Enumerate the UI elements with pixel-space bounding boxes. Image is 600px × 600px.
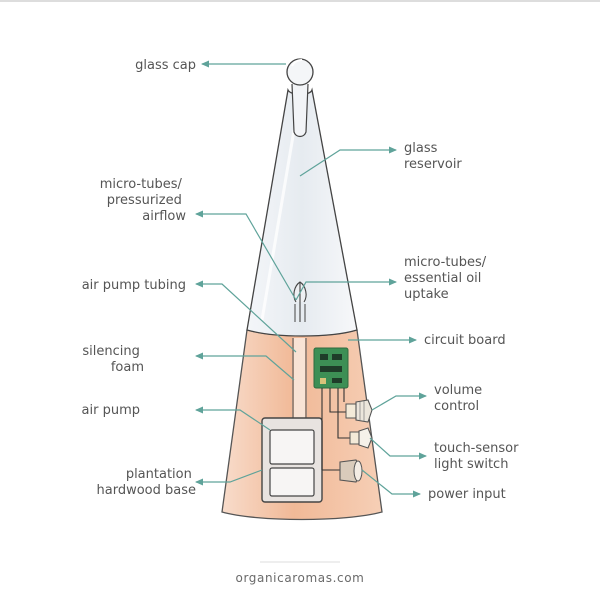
wiring	[321, 388, 352, 471]
label-touch-sensor: touch-sensor light switch	[434, 441, 523, 472]
glass-highlight	[260, 129, 296, 321]
label-micro-tubes-airflow: micro-tubes/ pressurized airflow	[100, 177, 187, 224]
label-plantation-base: plantation hardwood base	[97, 467, 197, 498]
label-glass-reservoir: glass reservoir	[404, 141, 462, 172]
label-silencing-foam: silencing foam	[82, 344, 144, 375]
air-pump-tubing-shape	[292, 338, 307, 418]
silencing-foam-shape	[269, 429, 315, 465]
label-volume-control: volume control	[434, 383, 486, 414]
footer-site-name: organicaromas.com	[236, 571, 365, 585]
label-air-pump: air pump	[82, 403, 140, 418]
label-circuit-board: circuit board	[424, 333, 506, 348]
leader-lines	[195, 60, 427, 498]
glass-cap-ball	[286, 58, 314, 86]
label-micro-tubes-uptake: micro-tubes/ essential oil uptake	[404, 255, 490, 302]
label-air-pump-tubing: air pump tubing	[82, 278, 186, 293]
label-glass-cap: glass cap	[135, 58, 196, 73]
glass-cap-stem	[291, 83, 309, 138]
touch-sensor-shape	[358, 427, 373, 449]
label-power-input: power input	[428, 487, 506, 502]
